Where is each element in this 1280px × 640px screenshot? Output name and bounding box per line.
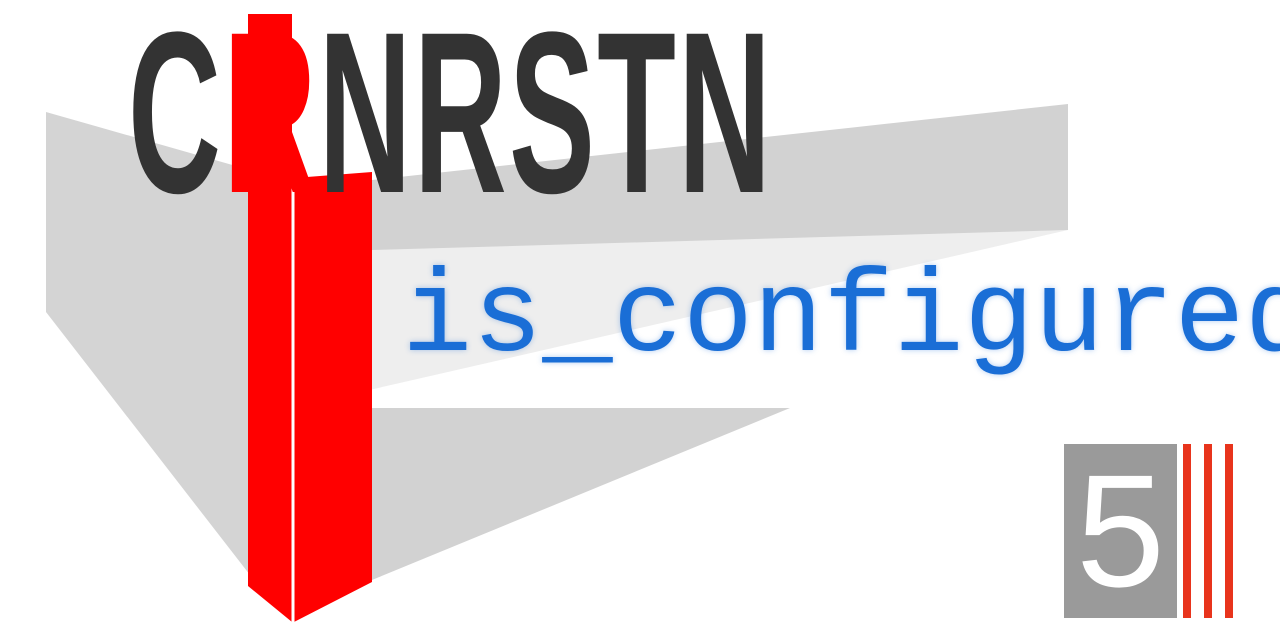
upper-gray-band	[372, 104, 1068, 250]
lower-gray-band	[372, 408, 790, 580]
badge-stripe-3	[1225, 444, 1233, 618]
light-panel	[250, 230, 1068, 415]
left-gray-panel	[46, 112, 250, 575]
badge-stripe-1	[1183, 444, 1191, 618]
red-pillar-front	[248, 14, 292, 622]
badge-stripe-2	[1204, 444, 1212, 618]
wordmark-suffix: NRSTN	[318, 0, 774, 241]
logo-wordmark: CRNRSTN	[128, 0, 773, 228]
wordmark-prefix: C	[128, 0, 224, 241]
red-pillar-side	[294, 172, 372, 622]
version-number: 5	[1076, 441, 1165, 620]
logo-subtitle: is_configured	[402, 254, 1280, 386]
wordmark-accent-letter: R	[223, 0, 319, 241]
version-badge: 5	[1064, 444, 1177, 618]
